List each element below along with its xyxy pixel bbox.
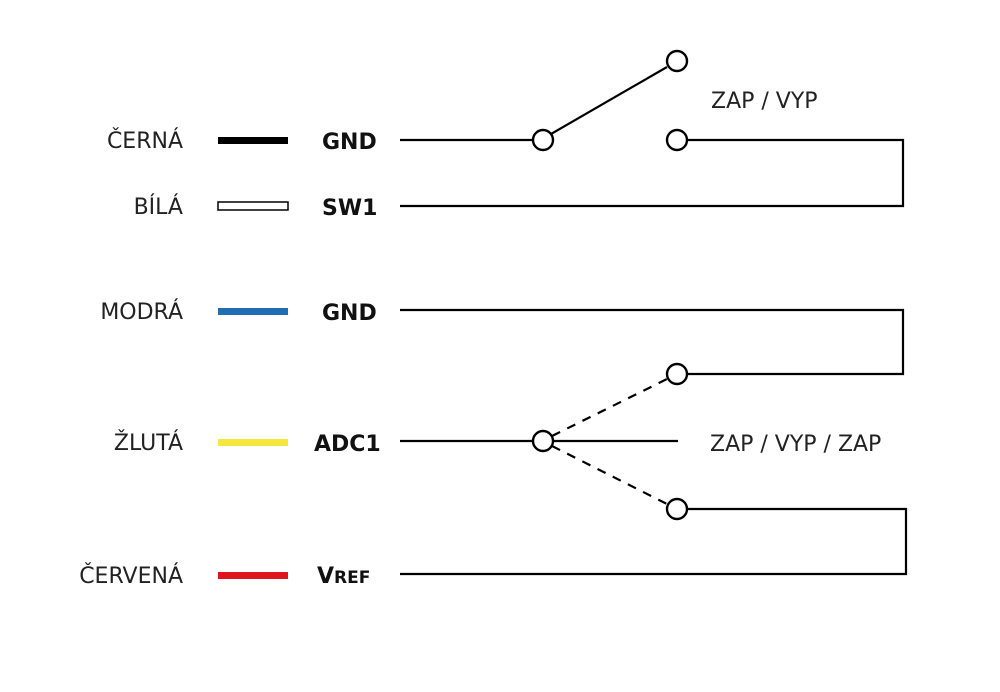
switch-common-terminal: [531, 128, 555, 152]
switch-label-three-pos: ZAP / VYP / ZAP: [710, 432, 881, 457]
switch-upper-throw: [551, 378, 668, 437]
switch-common-terminal: [531, 429, 555, 453]
wire-swatch-yellow: [218, 439, 288, 446]
blue-gnd-wire: [400, 308, 905, 376]
pin-label: SW1: [322, 196, 377, 221]
switch-lever: [550, 66, 668, 135]
switch-open-terminal: [665, 49, 689, 73]
wire-swatch-red: [218, 572, 288, 579]
wire-row-red: ČERVENÁ VREF: [79, 563, 370, 589]
vref-return-wire: [400, 507, 908, 576]
onoff-switch: ZAP / VYP: [400, 49, 905, 208]
sw1-return-wire: [400, 138, 905, 208]
wire-swatch-black: [218, 137, 288, 144]
pin-label: GND: [322, 130, 377, 155]
pin-label: ADC1: [314, 432, 381, 457]
wire-row-yellow: ŽLUTÁ ADC1: [114, 430, 381, 457]
wire-color-label: ČERNÁ: [107, 128, 183, 154]
wire-color-label: ŽLUTÁ: [114, 430, 183, 456]
switch-on-terminal: [665, 128, 689, 152]
pin-label-vref: VREF: [317, 564, 370, 589]
three-position-switch: ZAP / VYP / ZAP: [400, 308, 908, 576]
wire-row-white: BÍLÁ SW1: [134, 194, 378, 221]
wire-color-label: ČERVENÁ: [79, 563, 183, 589]
pin-label: GND: [322, 301, 377, 326]
wire-row-black: ČERNÁ GND: [107, 128, 377, 155]
switch-label-onoff: ZAP / VYP: [711, 89, 818, 114]
switch-lower-throw: [551, 445, 668, 505]
wire-swatch-white: [217, 201, 289, 211]
switch-upper-terminal: [665, 362, 689, 386]
switch-lower-terminal: [665, 497, 689, 521]
wire-row-blue: MODRÁ GND: [100, 299, 376, 326]
wire-color-label: MODRÁ: [100, 299, 183, 325]
wire-color-label: BÍLÁ: [134, 194, 183, 220]
wire-swatch-blue: [218, 308, 288, 315]
